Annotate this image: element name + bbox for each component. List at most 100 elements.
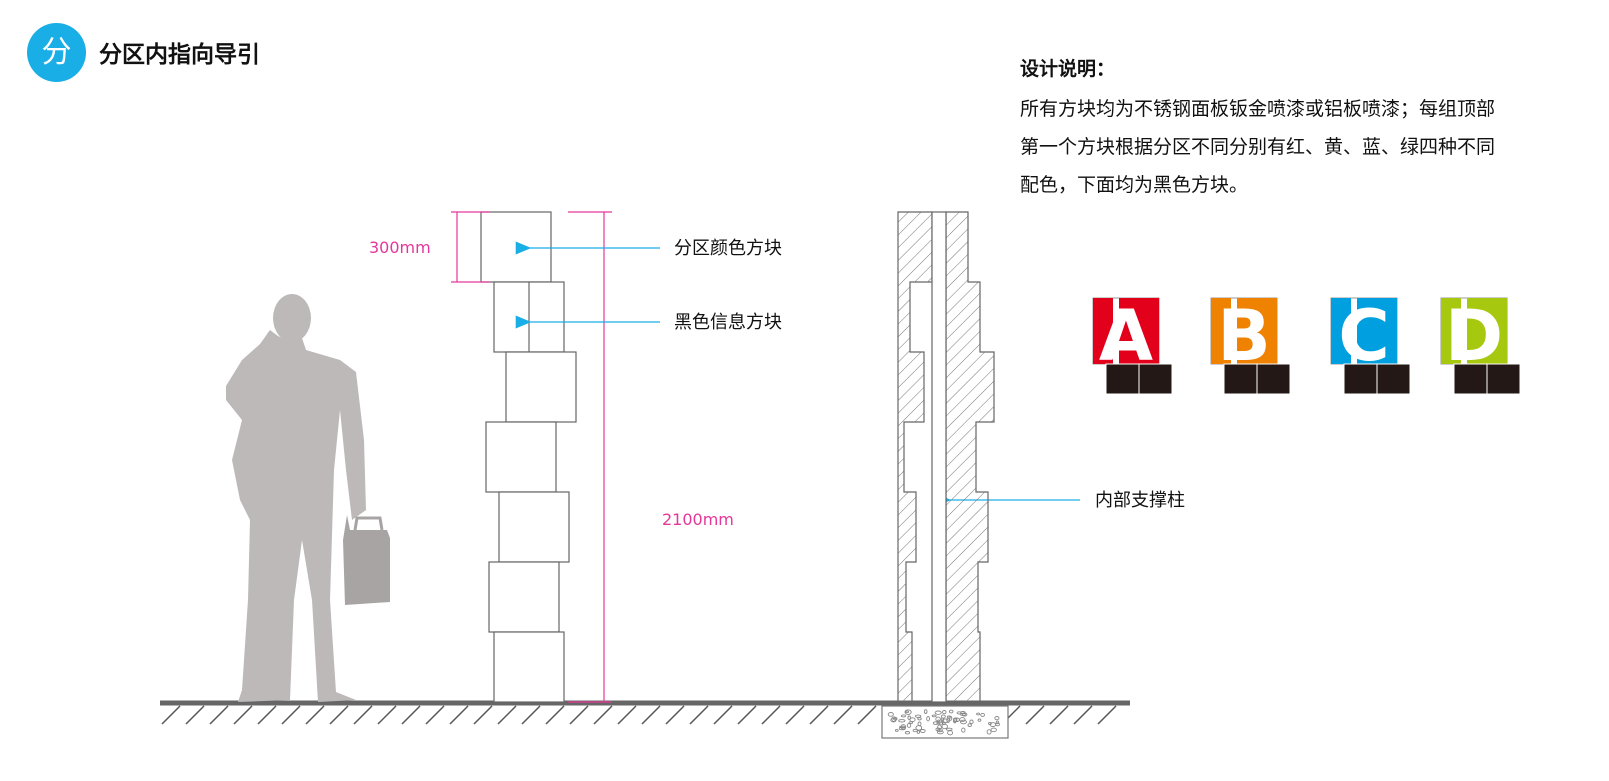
ground-hatch-mark: [833, 705, 853, 725]
ground-hatch-mark: [1025, 705, 1045, 725]
aggregate-dot: [932, 721, 939, 725]
aggregate-dot: [900, 724, 907, 730]
variant-color-fill: [1211, 298, 1231, 364]
variant-color-fill: [1237, 298, 1277, 364]
aggregate-dot: [976, 712, 981, 716]
aggregate-dot: [937, 724, 942, 730]
ground-hatch-mark: [233, 705, 253, 725]
ground-hatch-mark: [521, 705, 541, 725]
aggregate-dot: [960, 719, 967, 725]
dimension-300mm: 300mm: [369, 238, 431, 257]
variant-color-fill: [1331, 298, 1351, 364]
variant-black-block: [1343, 363, 1378, 395]
ground-hatch-mark: [161, 705, 181, 725]
dimension-lines: [451, 211, 612, 703]
aggregate-dot: [961, 727, 966, 733]
variant-d: D: [1440, 295, 1521, 395]
aggregate-dot: [914, 714, 922, 718]
variant-color-fill: [1467, 298, 1507, 364]
person-silhouette: [226, 294, 390, 702]
variant-color-fill: [1357, 298, 1397, 364]
aggregate-dot: [891, 716, 897, 722]
support-column: [931, 211, 947, 703]
variant-c: C: [1330, 295, 1411, 395]
aggregate-dot: [990, 727, 997, 733]
callout-support-column: 内部支撑柱: [1095, 490, 1185, 511]
ground-hatch-mark: [305, 705, 325, 725]
aggregate-dot: [906, 723, 912, 728]
ground-hatch-mark: [209, 705, 229, 725]
aggregate-dot: [961, 712, 968, 717]
variant-letter: D: [1445, 295, 1503, 377]
aggregate-dot: [986, 729, 992, 735]
variant-letter: B: [1217, 295, 1270, 377]
variant-b: B: [1210, 295, 1291, 395]
ground-hatch-mark: [737, 705, 757, 725]
aggregate-dot: [936, 730, 944, 735]
variant-color-fill: [1093, 298, 1113, 364]
ground-hatch-mark: [761, 705, 781, 725]
aggregate-dot: [942, 710, 947, 715]
aggregate-dot: [936, 721, 944, 725]
aggregate-dot: [904, 731, 910, 735]
aggregate-dot: [969, 719, 974, 725]
aggregate-dot: [919, 729, 926, 733]
variant-color-fill: [1441, 298, 1461, 364]
design-description: 设计说明： 所有方块均为不锈钢面板钣金喷漆或铝板喷漆；每组顶部 第一个方块根据分…: [1020, 54, 1580, 204]
stack-block: [493, 631, 565, 703]
variant-a: A: [1092, 295, 1173, 395]
aggregate-dot: [994, 716, 1000, 721]
description-heading: 设计说明：: [1020, 58, 1116, 80]
ground-hatch-mark: [617, 705, 637, 725]
variant-black-block: [1453, 363, 1488, 395]
ground-hatch-mark: [353, 705, 373, 725]
aggregate-dot: [905, 710, 910, 714]
block-stack-front: [480, 211, 577, 703]
aggregate-dot: [904, 709, 912, 715]
variant-black-block: [1138, 363, 1173, 395]
ground-hatch-mark: [425, 705, 445, 725]
variant-color-fill: [1119, 298, 1159, 364]
aggregate-dot: [947, 730, 954, 736]
ground-hatch-mark: [1097, 705, 1117, 725]
aggregate-dot: [948, 709, 954, 714]
aggregate-dot: [926, 716, 930, 722]
aggregate-dot: [956, 711, 962, 715]
callout-color-block: 分区颜色方块: [674, 238, 782, 259]
aggregate-dot: [935, 716, 941, 722]
aggregate-dot: [894, 728, 899, 732]
ground-hatch-mark: [665, 705, 685, 725]
aggregate-dot: [898, 719, 906, 723]
variant-black-block: [1256, 363, 1291, 395]
description-line: 所有方块均为不锈钢面板钣金喷漆或铝板喷漆；每组顶部: [1020, 98, 1496, 120]
aggregate-dot: [887, 712, 894, 717]
ground-hatch-mark: [809, 705, 829, 725]
callout-info-block: 黑色信息方块: [674, 312, 782, 333]
aggregate-dot: [959, 717, 966, 723]
ground-hatch-mark: [377, 705, 397, 725]
page-title: 分区内指向导引: [99, 42, 260, 68]
aggregate-dot: [995, 720, 1000, 725]
ground-hatch-mark: [401, 705, 421, 725]
callout-arrows: [515, 241, 1080, 507]
aggregate-dot: [940, 714, 946, 719]
top-color-block: [480, 211, 552, 283]
variant-black-block: [1486, 363, 1521, 395]
aggregate-dot: [960, 712, 967, 716]
ground-hatch-mark: [497, 705, 517, 725]
ground-hatch-mark: [329, 705, 349, 725]
aggregate-dot: [907, 715, 911, 720]
ground-hatch-mark: [1049, 705, 1069, 725]
stack-block: [485, 421, 557, 493]
ground-hatch-mark: [713, 705, 733, 725]
aggregate-dot: [923, 709, 928, 714]
aggregate-dot: [977, 718, 982, 722]
stack-block: [488, 561, 560, 633]
ground-hatch-mark: [449, 705, 469, 725]
ground-hatch-mark: [641, 705, 661, 725]
aggregate-dot: [937, 728, 943, 733]
ground-hatch-mark: [689, 705, 709, 725]
aggregate-dot: [916, 730, 921, 734]
